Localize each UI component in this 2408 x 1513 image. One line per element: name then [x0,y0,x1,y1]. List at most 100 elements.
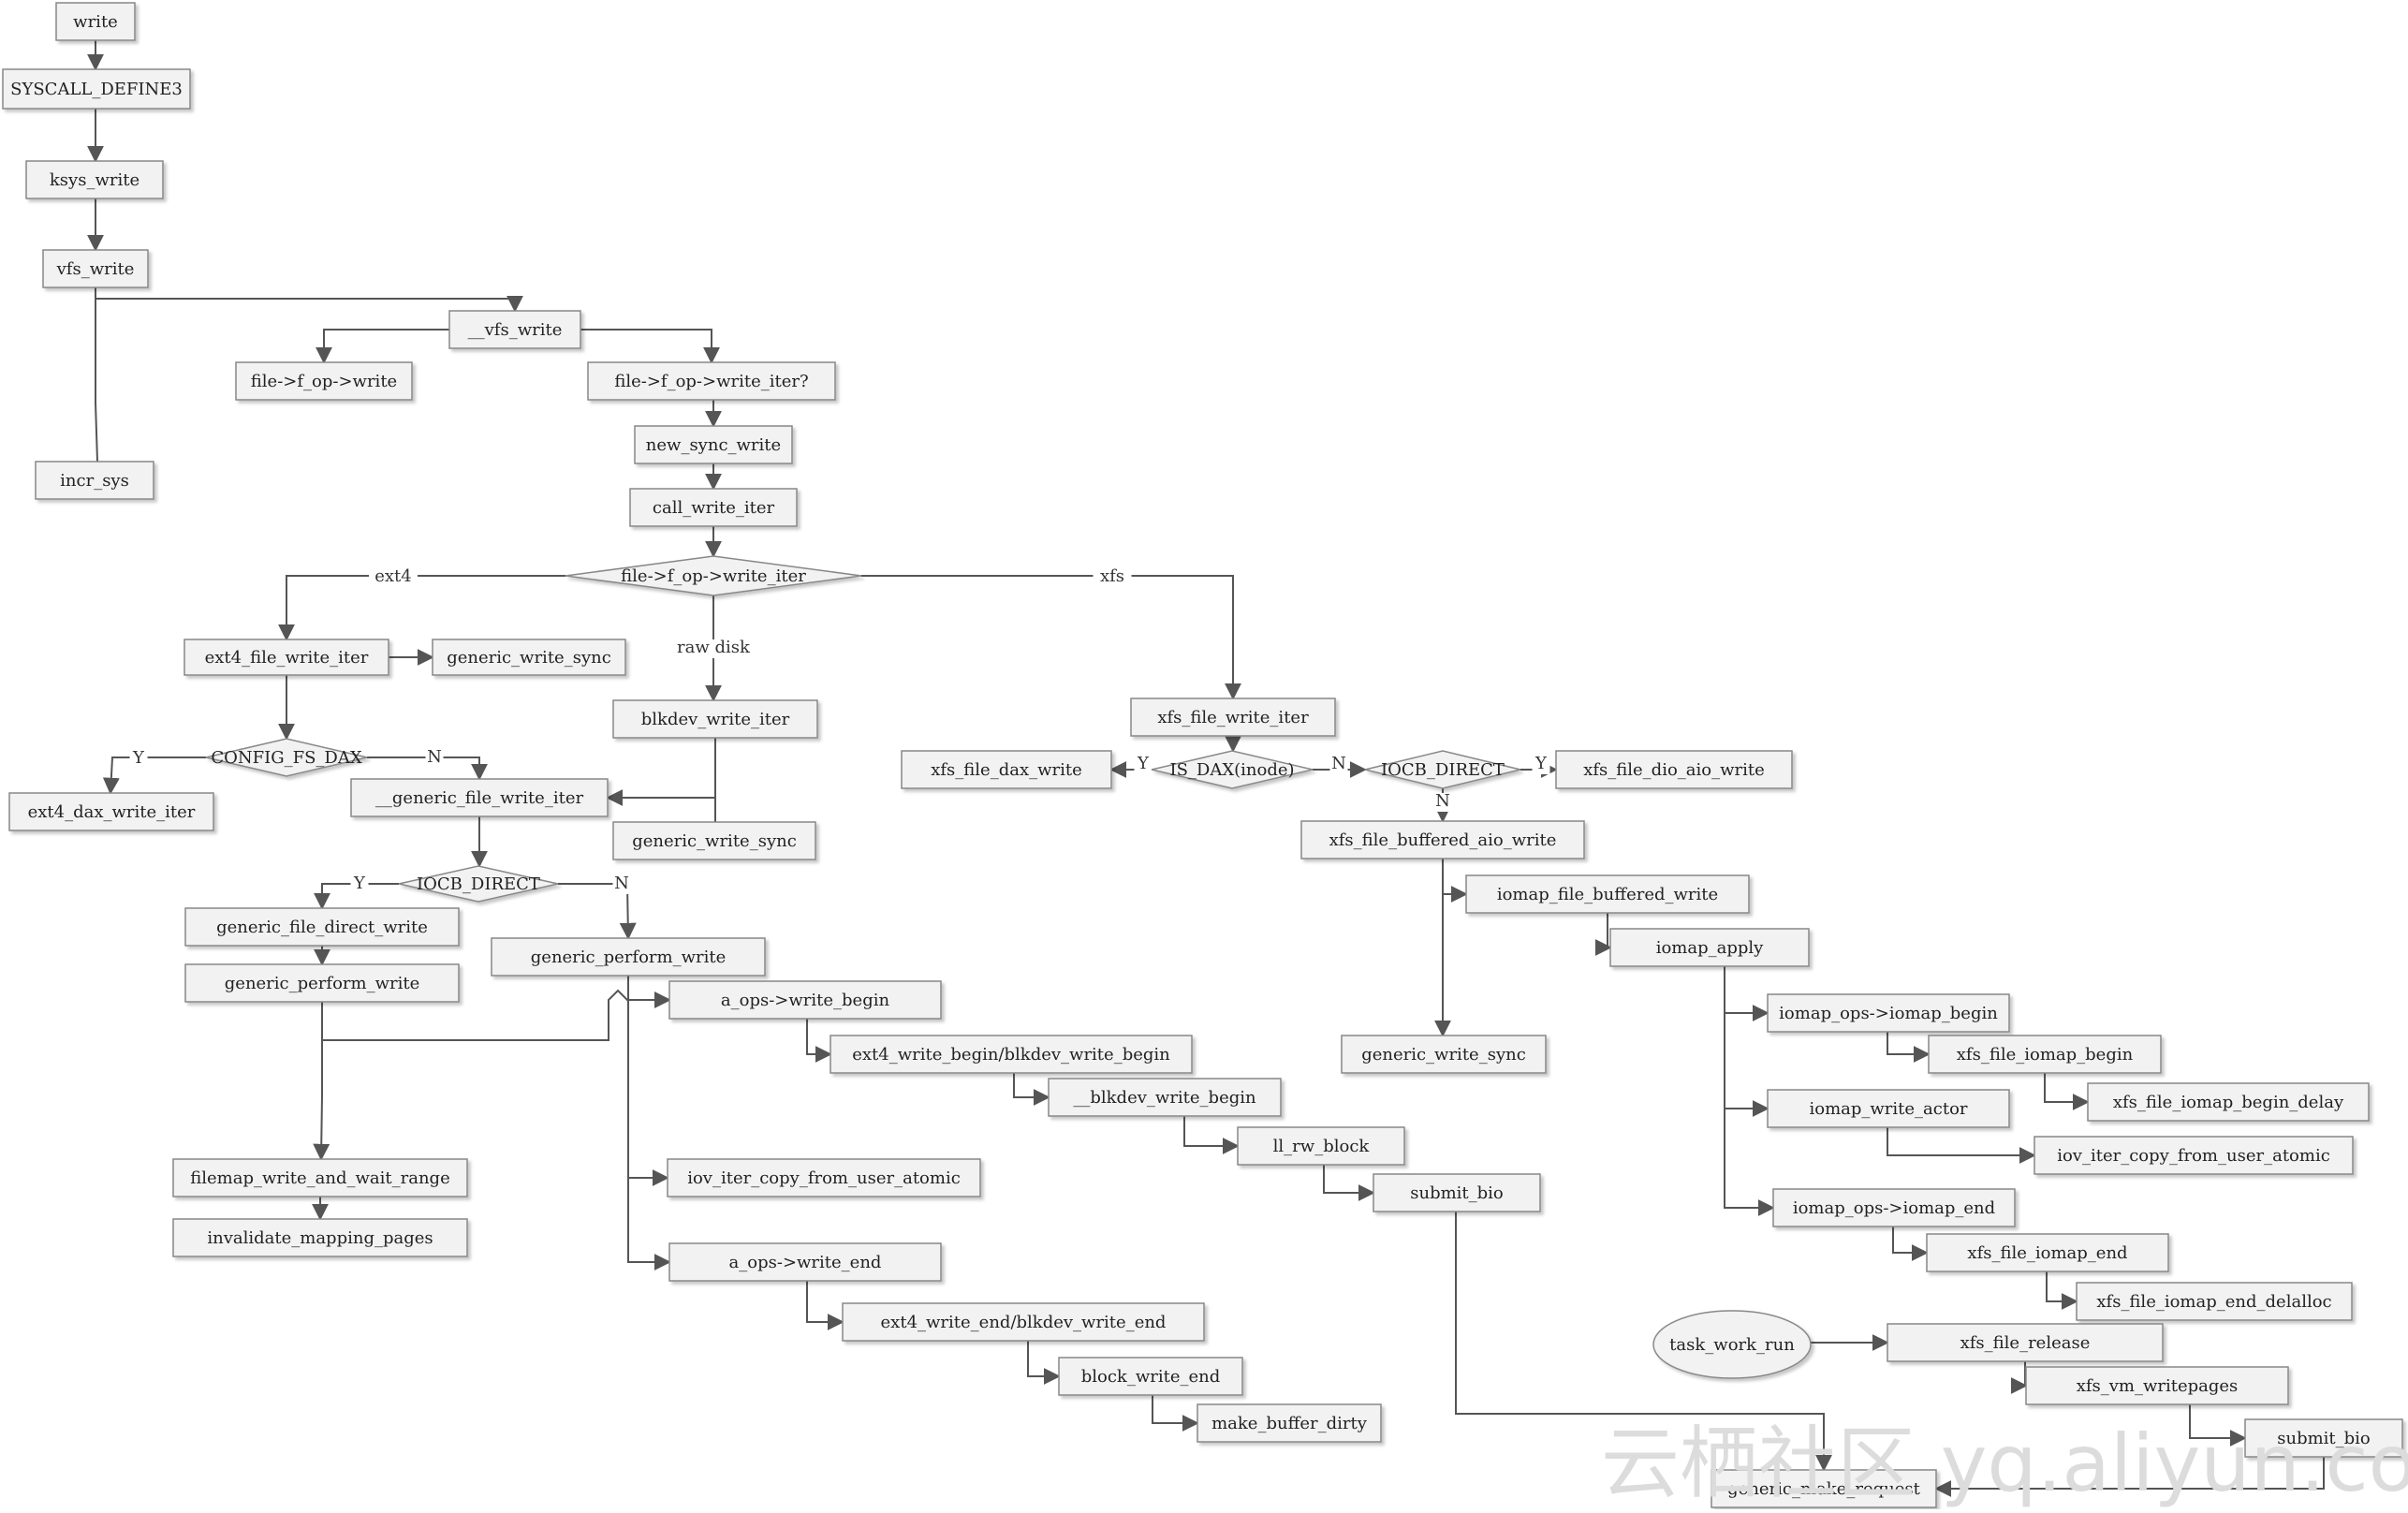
node-rect [901,750,1112,789]
edge-ext4_write_begin-to-blkdev_write_begin_inner [1013,1073,1050,1106]
edge-generic_perform_write_r-to-iov_iter_copy_1 [627,976,669,1186]
edge-label-d_is_dax-to-xfs_file_dax_write: Y [1137,754,1150,773]
node-label: write [73,12,118,32]
node-xfs_file_iomap_end_delalloc: xfs_file_iomap_end_delalloc [2076,1282,2353,1321]
node-ext4_write_end: ext4_write_end/blkdev_write_end [842,1302,1205,1342]
edge-label-d_iocb_direct_2-to-xfs_file_dio_aio_write: Y [1534,754,1548,773]
node-rect [1928,1035,2162,1074]
edge-generic_perform_write_r-to-a_ops_write_begin [627,976,671,1008]
node-incr_sys: incr_sys [35,461,154,500]
node-rect [1058,1357,1243,1396]
node-filemap_write_and_wait_range: filemap_write_and_wait_range [172,1158,468,1197]
edge-ext4_write_end-to-block_write_end [1027,1341,1061,1385]
node-label: file->f_op->write_iter [621,566,806,586]
node-label: xfs_file_iomap_begin_delay [2113,1093,2344,1112]
node-a_ops_write_begin: a_ops->write_begin [668,980,942,1020]
node-xfs_file_dio_aio_write: xfs_file_dio_aio_write [1555,750,1793,789]
node-iomap_ops_iomap_begin: iomap_ops->iomap_begin [1767,993,2010,1033]
node-label: xfs_file_write_iter [1157,708,1309,727]
edge-label-d_iocb_direct_1-to-generic_perform_write_r: N [614,874,629,893]
node-a_ops_write_end: a_ops->write_end [668,1242,942,1282]
node-generic_write_sync_2: generic_write_sync [612,821,816,860]
edge-xfs_file_iomap_begin-to-xfs_file_iomap_begin_delay [2044,1073,2090,1110]
node-label: __blkdev_write_begin [1073,1088,1256,1108]
edge-xfs_file_buffered_aio_write-to-iomap_file_buffered_write [1442,859,1468,903]
watermark: 云栖社区 yq.aliyun.com [1601,1418,2408,1509]
edge-label-background [129,750,148,769]
node-rect [634,425,793,464]
node-rect [1767,1089,2010,1128]
node-rect [2087,1082,2370,1122]
edge-vfs_write-to-vfs_write_inner [95,287,523,313]
node-label: xfs_file_dax_write [931,760,1082,780]
node-iomap_file_buffered_write: iomap_file_buffered_write [1465,874,1750,914]
edge-d_config_fs_dax-to-generic_file_write_iter [367,756,488,781]
edge-label-background [1093,568,1132,587]
node-label: task_work_run [1669,1335,1795,1355]
node-rect [184,639,389,676]
node-vfs_write_inner: __vfs_write [448,310,581,349]
node-rect [25,160,164,199]
node-diamond [1364,750,1521,789]
node-label: incr_sys [60,471,129,491]
node-rect [55,2,136,41]
node-label: xfs_file_iomap_end_delalloc [2096,1292,2331,1312]
edge-label-background [425,749,444,768]
node-ext4_file_write_iter: ext4_file_write_iter [184,639,389,676]
node-label: ll_rw_block [1273,1137,1371,1156]
node-generic_write_sync_3: generic_write_sync [1341,1035,1547,1074]
node-label: iomap_write_actor [1809,1099,1967,1119]
node-f_op_write_iter_q: file->f_op->write_iter? [587,361,836,401]
node-xfs_file_dax_write: xfs_file_dax_write [901,750,1112,789]
node-label: iomap_file_buffered_write [1497,885,1718,904]
node-label: SYSCALL_DEFINE3 [10,80,183,99]
edge-iomap_ops_iomap_begin-to-xfs_file_iomap_begin [1887,1032,1931,1063]
node-generic_perform_write_r: generic_perform_write [491,937,766,977]
node-label: xfs_file_iomap_begin [1957,1045,2134,1065]
node-label: vfs_write [56,259,135,279]
node-label: generic_write_sync [632,831,797,851]
edge-blkdev_write_begin_inner-to-ll_rw_block [1183,1116,1240,1154]
node-diamond [1151,750,1314,789]
edge-label-d_config_fs_dax-to-ext4_dax_write_iter: Y [132,748,145,768]
node-rect [2076,1282,2353,1321]
node-label: xfs_file_release [1960,1333,2091,1353]
node-rect [184,907,460,947]
edge-block_write_end-to-make_buffer_dirty [1152,1395,1199,1432]
node-syscall_define3: SYSCALL_DEFINE3 [2,68,191,110]
node-label: iomap_ops->iomap_end [1793,1198,1995,1218]
node-diamond [398,865,559,903]
node-label: call_write_iter [653,498,775,518]
node-rect [1887,1323,2164,1362]
edge-generic_perform_write_r-to-a_ops_write_end [627,976,671,1271]
node-rect [1130,698,1336,737]
edge-label-background [350,875,369,894]
edge-iomap_write_actor-to-iov_iter_copy_2 [1887,1127,2036,1164]
edge-generic_perform_write_l-to-filemap_write_and_wait_range [313,1002,330,1161]
node-rect [491,937,766,977]
node-label: generic_write_sync [447,648,611,668]
node-rect [1237,1126,1405,1166]
edge-vfs_write-to-incr_sys [95,287,98,463]
node-rect [668,980,942,1020]
node-label: iomap_ops->iomap_begin [1779,1004,1998,1023]
node-label: file->f_op->write [251,372,397,391]
node-label: generic_perform_write [225,974,419,993]
edge-label-background [1134,756,1153,774]
node-xfs_file_release: xfs_file_release [1887,1323,2164,1362]
node-d_iocb_direct_1: IOCB_DIRECT [398,865,559,903]
edge-xfs_vm_writepages-to-submit_bio_2 [2189,1404,2247,1447]
node-rect [587,361,836,401]
edge-label-background [1329,756,1348,774]
node-label: IOCB_DIRECT [1381,760,1505,780]
node-rect [1341,1035,1547,1074]
node-diamond [565,555,862,596]
edge-a_ops_write_end-to-ext4_write_end [806,1281,844,1330]
node-label: __vfs_write [468,320,563,340]
node-rect [35,461,154,500]
node-rect [1926,1233,2169,1272]
node-rect [1465,874,1750,914]
node-label: IOCB_DIRECT [417,874,540,894]
